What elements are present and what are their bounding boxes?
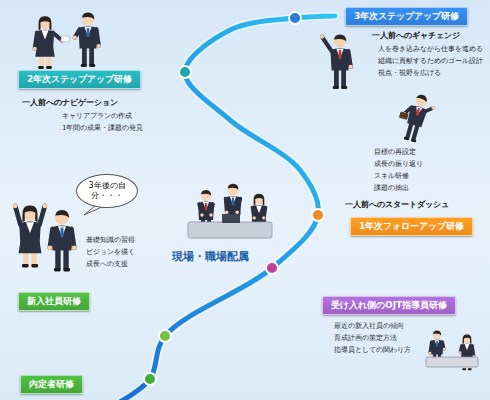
bullet-text: 指導員としての関わり方	[334, 346, 411, 354]
bullet-text: 組織に貢献するためのゴール設計	[378, 57, 483, 65]
bullet-text: ビジョンを描く	[86, 248, 135, 256]
stage-motto: 一人前へのナビゲーション	[22, 98, 118, 108]
bullet-text: 最近の新入社員の傾向	[334, 322, 404, 330]
stage-title: 新入社員研修	[27, 295, 81, 308]
milestone-dot	[144, 373, 156, 385]
milestone-dot	[159, 330, 171, 342]
milestone-dot	[312, 209, 324, 221]
stage-label: 現場・職場配属	[172, 250, 249, 263]
person-figure	[13, 204, 47, 268]
person-figure	[320, 34, 353, 89]
bullet-text: スキル研修	[374, 172, 409, 180]
career-path	[120, 16, 335, 400]
stage-banner: 2年次ステップアップ研修	[18, 70, 141, 89]
bullet-text: キャリアプランの作成	[62, 112, 132, 120]
milestone-dot	[266, 262, 278, 274]
bullet-text: 1年間の成果・課題の発見	[62, 124, 143, 132]
stage-title: 1年次フォローアップ研修	[359, 220, 464, 233]
stage-motto: 一人前へのスタートダッシュ	[345, 200, 449, 210]
desk	[426, 357, 478, 367]
stage-title: 3年次ステップアップ研修	[354, 10, 459, 23]
stage-banner: 新入社員研修	[18, 292, 90, 311]
bullet-text: 目標の再設定	[374, 148, 416, 156]
milestone-dot	[179, 66, 191, 78]
bullet-text: 人を巻き込みながら仕事を進める	[378, 45, 483, 53]
stage-motto: 一人前へのギャチェンジ	[372, 31, 460, 41]
bullet-text: 視点・視野を広げる	[378, 69, 441, 77]
person-figure	[73, 12, 101, 67]
stage-banner: 内定者研修	[20, 375, 83, 394]
milestone-dot	[289, 12, 301, 24]
bullet-text: 育成計画の策定方法	[334, 334, 397, 342]
career-path-halo	[120, 16, 335, 400]
bullet-text: 成長の振り返り	[374, 160, 423, 168]
stage-title: 受け入れ側のOJT指導員研修	[331, 299, 447, 312]
stage-title: 2年次ステップアップ研修	[27, 73, 132, 86]
stage-banner: 3年次ステップアップ研修	[345, 7, 468, 26]
stage-banner: 受け入れ側のOJT指導員研修	[322, 296, 456, 315]
bullet-text: 成長への支援	[86, 260, 128, 268]
meeting-table	[188, 222, 272, 238]
stage-title: 内定者研修	[29, 378, 74, 391]
person-figure	[48, 210, 77, 271]
bullet-text: 基礎知識の習得	[86, 236, 135, 244]
laptop	[222, 214, 240, 223]
speech-bubble: 3年後の自分・・・	[76, 174, 138, 208]
person-figure	[33, 16, 69, 69]
person-figure	[394, 90, 438, 145]
bubble-text: 3年後の自分・・・	[83, 181, 131, 201]
stage-banner: 1年次フォローアップ研修	[350, 217, 473, 236]
bullet-text: 課題の抽出	[374, 184, 409, 192]
